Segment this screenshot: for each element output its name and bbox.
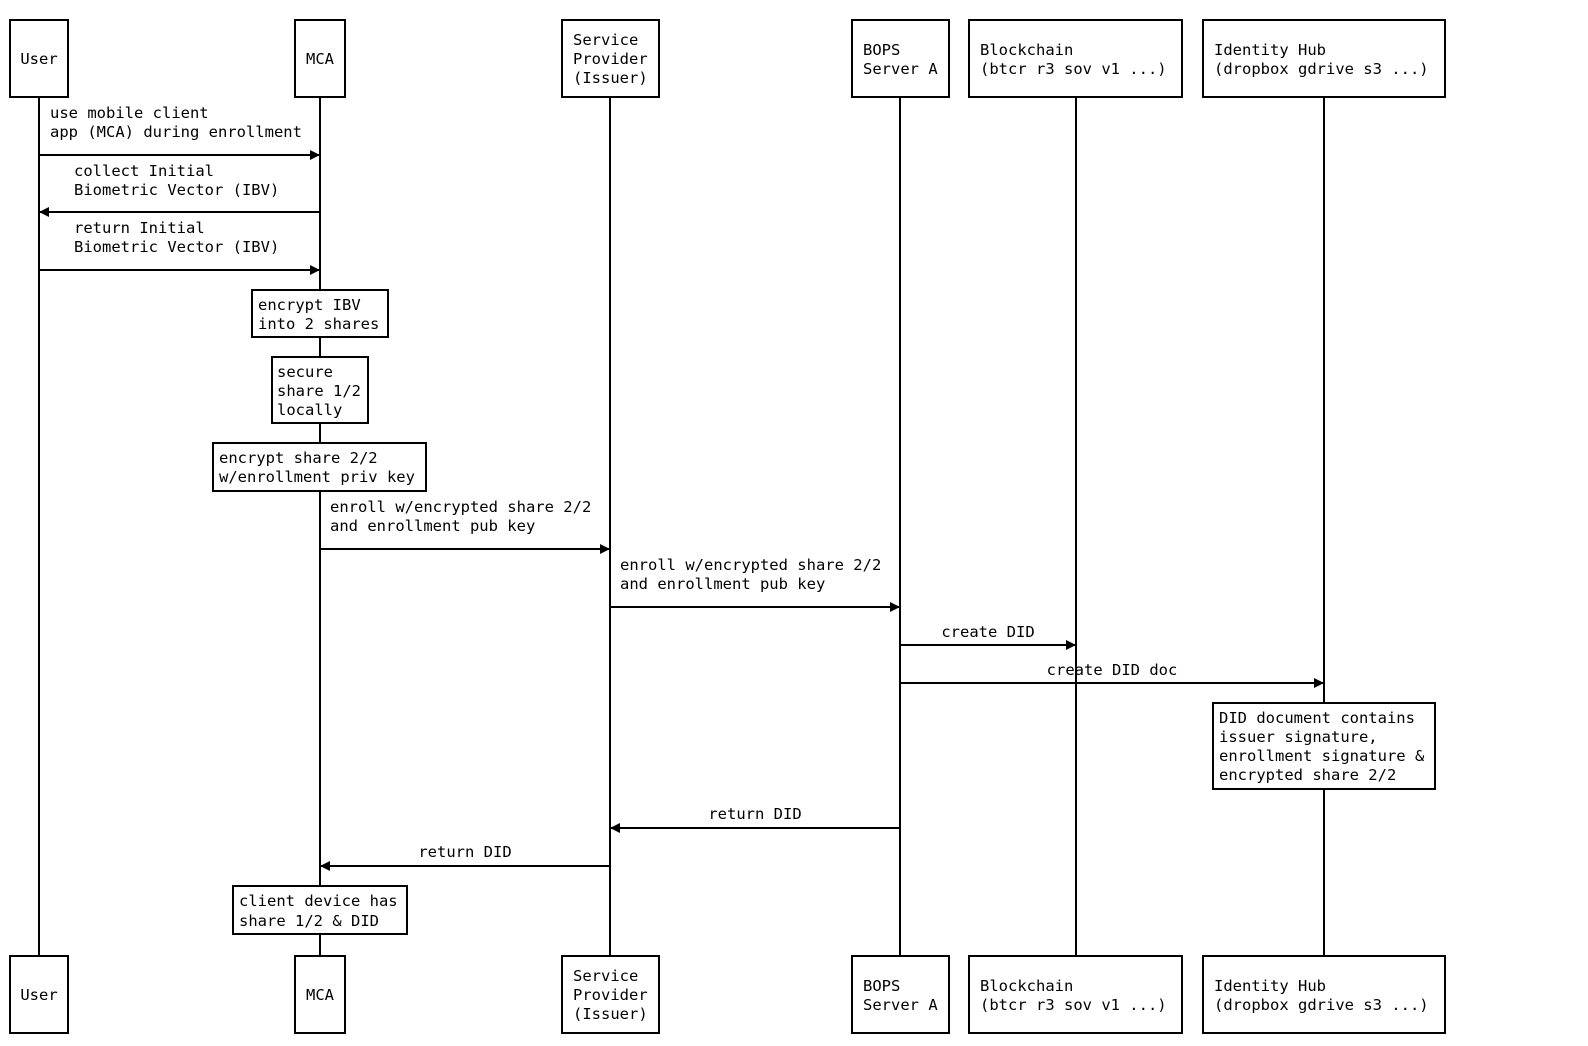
svg-text:enrollment signature &: enrollment signature & [1219, 747, 1425, 765]
svg-text:return Initial: return Initial [74, 219, 205, 237]
participant-service-provider-bottom: Service Provider (Issuer) [561, 955, 660, 1034]
svg-text:DID document contains: DID document contains [1219, 709, 1415, 727]
participant-service-provider-top: Service Provider (Issuer) [561, 19, 660, 98]
svg-text:secure: secure [277, 363, 333, 381]
note-client-device: client device has share 1/2 & DID [232, 885, 408, 935]
note-did-document: DID document contains issuer signature, … [1212, 702, 1436, 790]
svg-text:and enrollment pub key: and enrollment pub key [330, 517, 535, 535]
svg-text:share 1/2: share 1/2 [277, 382, 361, 400]
svg-text:Biometric Vector (IBV): Biometric Vector (IBV) [74, 181, 279, 199]
note-encrypt-share: encrypt share 2/2 w/enrollment priv key [212, 442, 427, 492]
svg-text:User: User [20, 986, 57, 1004]
participant-blockchain-bottom: Blockchain (btcr r3 sov v1 ...) [968, 955, 1183, 1034]
svg-text:Server A: Server A [863, 60, 938, 78]
message-create-did: create DID [900, 623, 1076, 650]
svg-text:create DID: create DID [941, 623, 1034, 641]
svg-text:return DID: return DID [418, 843, 511, 861]
svg-text:Blockchain: Blockchain [980, 977, 1073, 995]
note-encrypt-ibv: encrypt IBV into 2 shares [251, 289, 389, 338]
svg-text:encrypt IBV: encrypt IBV [258, 296, 361, 314]
svg-text:use mobile client: use mobile client [50, 104, 209, 122]
participant-user-bottom: User [9, 955, 69, 1034]
svg-text:Provider: Provider [573, 50, 648, 68]
svg-text:(btcr r3 sov v1 ...): (btcr r3 sov v1 ...) [980, 996, 1167, 1014]
svg-text:into 2 shares: into 2 shares [258, 315, 379, 333]
svg-text:issuer signature,: issuer signature, [1219, 728, 1378, 746]
note-secure-share: secure share 1/2 locally [271, 356, 369, 424]
participant-mca-top: MCA [294, 19, 346, 98]
svg-text:encrypted share 2/2: encrypted share 2/2 [1219, 766, 1396, 784]
message-enroll-to-service-provider: enroll w/encrypted share 2/2 and enrollm… [320, 498, 610, 554]
svg-text:Blockchain: Blockchain [980, 41, 1073, 59]
svg-text:MCA: MCA [306, 986, 335, 1004]
svg-text:Identity Hub: Identity Hub [1214, 977, 1326, 995]
message-use-mobile-client: use mobile client app (MCA) during enrol… [39, 104, 320, 160]
svg-text:client device has: client device has [239, 892, 398, 910]
svg-text:encrypt share 2/2: encrypt share 2/2 [219, 449, 378, 467]
svg-text:share 1/2 & DID: share 1/2 & DID [239, 912, 379, 930]
svg-text:return DID: return DID [708, 805, 801, 823]
svg-text:app (MCA) during enrollment: app (MCA) during enrollment [50, 123, 302, 141]
svg-text:collect Initial: collect Initial [74, 162, 214, 180]
svg-text:BOPS: BOPS [863, 41, 900, 59]
svg-text:Server A: Server A [863, 996, 938, 1014]
svg-text:(dropbox gdrive s3 ...): (dropbox gdrive s3 ...) [1214, 60, 1429, 78]
svg-text:Identity Hub: Identity Hub [1214, 41, 1326, 59]
svg-text:(btcr r3 sov v1 ...): (btcr r3 sov v1 ...) [980, 60, 1167, 78]
svg-text:w/enrollment priv key: w/enrollment priv key [219, 468, 415, 486]
svg-text:Provider: Provider [573, 986, 648, 1004]
svg-text:User: User [20, 50, 57, 68]
svg-text:enroll w/encrypted share 2/2: enroll w/encrypted share 2/2 [620, 556, 881, 574]
participant-identity-hub-top: Identity Hub (dropbox gdrive s3 ...) [1202, 19, 1446, 98]
svg-text:Service: Service [573, 967, 638, 985]
message-return-did-to-service-provider: return DID [610, 805, 900, 833]
participant-user-top: User [9, 19, 69, 98]
message-collect-ibv: collect Initial Biometric Vector (IBV) [39, 162, 320, 217]
svg-text:locally: locally [277, 401, 342, 419]
svg-text:MCA: MCA [306, 50, 335, 68]
message-enroll-to-bops: enroll w/encrypted share 2/2 and enrollm… [610, 556, 900, 612]
participant-identity-hub-bottom: Identity Hub (dropbox gdrive s3 ...) [1202, 955, 1446, 1034]
participant-bops-server-top: BOPS Server A [851, 19, 950, 98]
participant-blockchain-top: Blockchain (btcr r3 sov v1 ...) [968, 19, 1183, 98]
message-return-did-to-mca: return DID [320, 843, 610, 871]
svg-text:Service: Service [573, 31, 638, 49]
participant-mca-bottom: MCA [294, 955, 346, 1034]
participant-bops-server-bottom: BOPS Server A [851, 955, 950, 1034]
svg-text:and enrollment pub key: and enrollment pub key [620, 575, 825, 593]
svg-text:(Issuer): (Issuer) [573, 1005, 648, 1023]
svg-text:(Issuer): (Issuer) [573, 69, 648, 87]
svg-text:enroll w/encrypted share 2/2: enroll w/encrypted share 2/2 [330, 498, 591, 516]
svg-text:create DID doc: create DID doc [1047, 661, 1178, 679]
message-return-ibv: return Initial Biometric Vector (IBV) [39, 219, 320, 275]
svg-text:(dropbox gdrive s3 ...): (dropbox gdrive s3 ...) [1214, 996, 1429, 1014]
svg-text:BOPS: BOPS [863, 977, 900, 995]
svg-text:Biometric Vector (IBV): Biometric Vector (IBV) [74, 238, 279, 256]
message-create-did-doc: create DID doc [900, 661, 1324, 688]
